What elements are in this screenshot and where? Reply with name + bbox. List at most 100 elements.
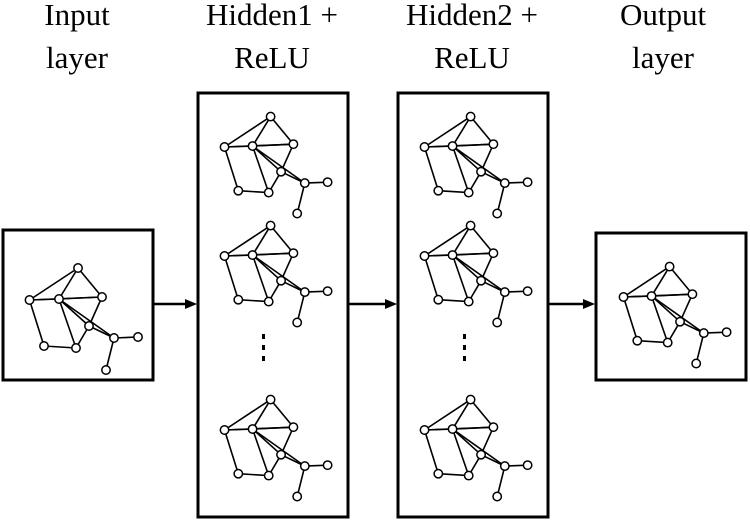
graph-edge [280,143,295,173]
input-layer-title: Input layer [44,0,110,75]
graph-node [492,317,503,328]
graph-edge [58,298,115,339]
graph-node [492,491,503,502]
graph-node [322,460,333,471]
input-layer-title-line2: layer [46,40,109,75]
graph-node [522,177,533,188]
graph-edge [451,145,470,193]
graph-node [292,491,303,502]
graph-node [233,468,244,479]
hidden1-graph-1 [219,111,333,219]
graph-node [476,449,486,460]
graph-node [488,422,499,433]
graph-edge [77,267,103,298]
graph-edge [252,145,306,184]
graph-edge [252,254,306,293]
graph-node [97,292,107,302]
graph-node [292,317,303,328]
graph-node [101,365,111,375]
graph-node [322,177,333,188]
hidden2-layer-title-line2: ReLU [434,40,510,75]
graph-edge [424,115,472,148]
graph-edge [438,472,469,477]
graph-edge [251,116,272,147]
graph-edge [423,429,440,474]
graph-node [247,424,258,434]
output-layer-title-line1: Output [620,0,707,32]
graph-edge [296,465,306,497]
output-layer-title: Output layer [620,0,707,75]
graph-node [288,422,299,433]
hidden1-layer-title-line1: Hidden1 + [206,0,338,32]
graph-edge [469,116,495,145]
graph-node [292,208,303,219]
graph-edge [452,145,506,184]
graph-edge [695,332,705,364]
graph-edge [469,399,495,428]
graph-node [721,327,732,338]
graph-node [219,425,230,435]
graph-edge [252,426,294,430]
graph-node [263,296,274,307]
graph-node [54,294,64,304]
graph-node [675,316,685,327]
graph-edge [424,398,472,431]
graph-edge [88,296,103,327]
graph-edge [251,254,270,302]
graph-node [662,337,673,348]
graph-edge [238,298,269,303]
graph-node [465,111,476,122]
graph-node [263,187,274,198]
graph-edge [29,267,79,301]
graph-edge [58,296,103,300]
graph-edge [28,299,45,347]
graph-edge [622,296,639,341]
graph-edge [480,143,495,173]
graph-edge [438,298,469,303]
graph-edge [43,345,77,349]
graph-glyphs [24,111,732,502]
graph-edge [452,428,506,467]
hidden1-layer-box [196,91,350,519]
graph-edge [223,255,240,300]
graph-edge [496,465,506,497]
graph-node [698,328,709,339]
hidden1-layer-title-line2: ReLU [234,40,310,75]
graph-edge [105,337,115,371]
graph-edge [452,252,494,256]
graph-node [219,142,230,152]
graph-node [488,139,499,150]
graph-node [299,461,310,472]
graph-edge [452,426,494,430]
graph-node [447,250,458,261]
graph-edge [651,295,705,334]
arrow-hidden1-to-hidden2 [348,299,397,309]
graph-node [39,341,49,351]
graph-edge [424,224,472,257]
graph-node [476,275,486,286]
graph-edge [280,426,295,456]
hidden2-layer-title: Hidden2 + ReLU [406,0,538,75]
graph-node [433,468,444,479]
graph-edge [679,293,694,323]
graph-node [522,460,533,471]
graph-edge [496,291,506,323]
graph-node [465,394,476,405]
graph-edge [423,146,440,191]
graph-edge [252,252,294,256]
graph-edge [451,428,470,476]
graph-edge [469,225,495,254]
graph-node [492,208,503,219]
graph-node [447,141,458,152]
hidden2-ellipsis [463,334,466,361]
graph-edge [252,143,294,147]
graph-node [463,187,474,198]
graph-node [687,289,698,300]
graph-node [499,461,510,472]
graph-edge [251,399,272,430]
graph-node [265,394,276,405]
graph-edge [58,267,79,300]
graph-node [71,343,81,353]
graph-edge [296,291,306,323]
